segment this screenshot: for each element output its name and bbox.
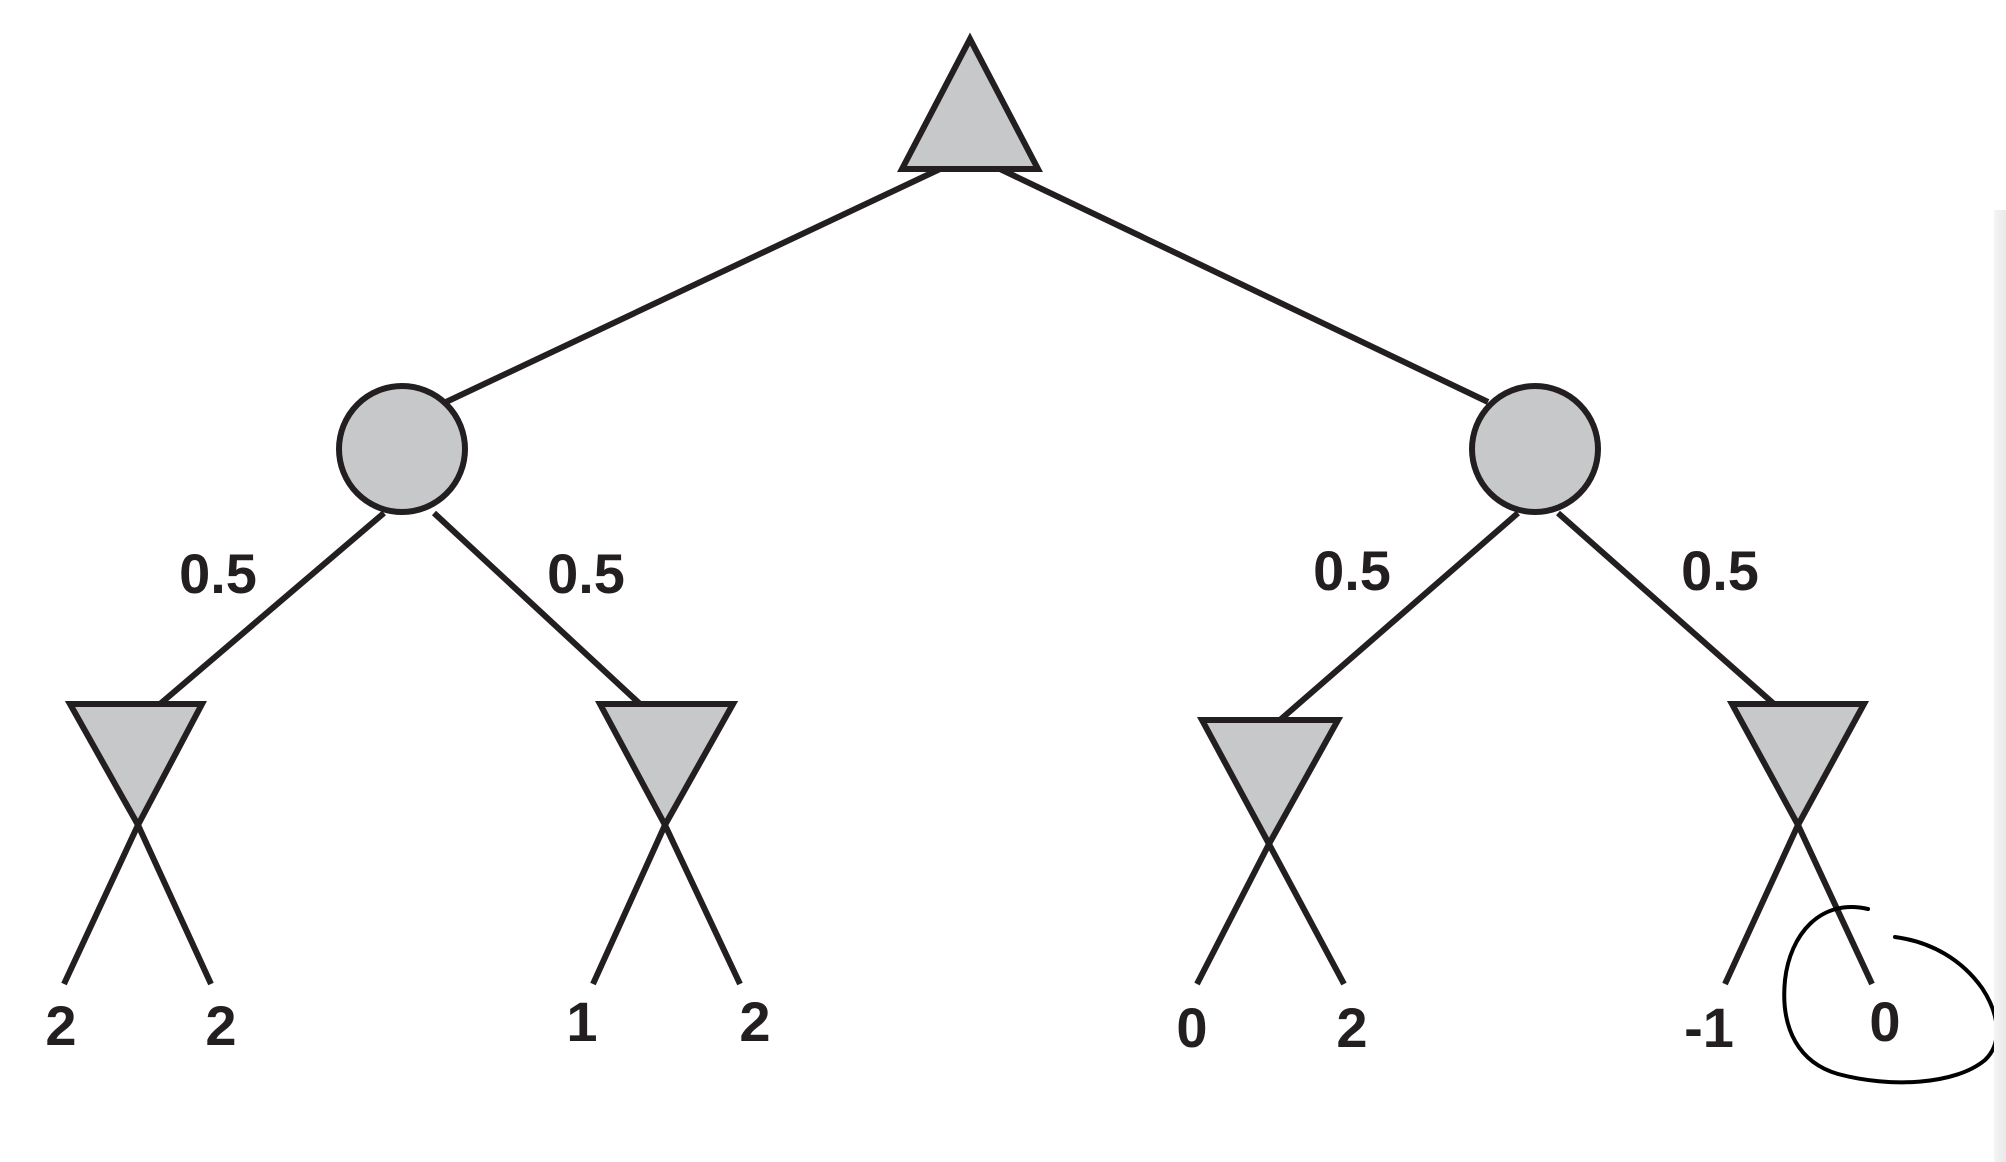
- edge-chance2-min4: [1556, 510, 1776, 707]
- edge-chance1-min1: [158, 510, 386, 707]
- min-node-1: [64, 701, 207, 832]
- edges-chance: [158, 510, 1776, 723]
- edge-min4-leaf8: [1795, 823, 1875, 986]
- edge-min3-leaf5: [1194, 842, 1272, 986]
- leaf-value: -1: [1684, 996, 1734, 1059]
- leaf-value: 2: [45, 994, 76, 1057]
- chance-node-left: [336, 383, 468, 515]
- leaf-value: 2: [1336, 996, 1367, 1059]
- chance-node-right: [1469, 383, 1601, 515]
- edge-min3-leaf6: [1266, 842, 1347, 986]
- probability-label: 0.5: [547, 542, 625, 605]
- probability-labels: 0.5 0.5 0.5 0.5: [179, 539, 1759, 605]
- edge-min4-leaf7: [1722, 823, 1801, 986]
- min-node-4: [1726, 701, 1870, 832]
- leaf-value: 0: [1869, 990, 1900, 1053]
- window-edge-strip: [1994, 210, 2006, 1162]
- leaf-value: 0: [1176, 996, 1207, 1059]
- max-node-root: [897, 32, 1043, 172]
- edge-min2-leaf4: [662, 823, 743, 986]
- edge-chance2-min3: [1278, 510, 1520, 723]
- edge-min1-leaf1: [61, 823, 141, 986]
- edge-root-left: [444, 166, 942, 405]
- hand-drawn-circle-annotation: [1782, 905, 1999, 1085]
- min-node-2: [594, 701, 739, 832]
- leaf-values: 2 2 1 2 0 2 -1 0: [45, 990, 1900, 1059]
- edges-leaves: [61, 823, 1875, 986]
- edge-chance1-min2: [431, 510, 643, 707]
- leaf-value: 1: [566, 990, 597, 1053]
- probability-label: 0.5: [179, 542, 257, 605]
- edge-min2-leaf3: [590, 823, 668, 986]
- probability-label: 0.5: [1681, 539, 1759, 602]
- min-node-3: [1196, 717, 1344, 851]
- leaf-value: 2: [739, 990, 770, 1053]
- edge-root-right: [998, 166, 1490, 405]
- edge-min1-leaf2: [135, 823, 214, 986]
- leaf-value: 2: [205, 994, 236, 1057]
- edges-root: [444, 166, 1490, 405]
- probability-label: 0.5: [1313, 539, 1391, 602]
